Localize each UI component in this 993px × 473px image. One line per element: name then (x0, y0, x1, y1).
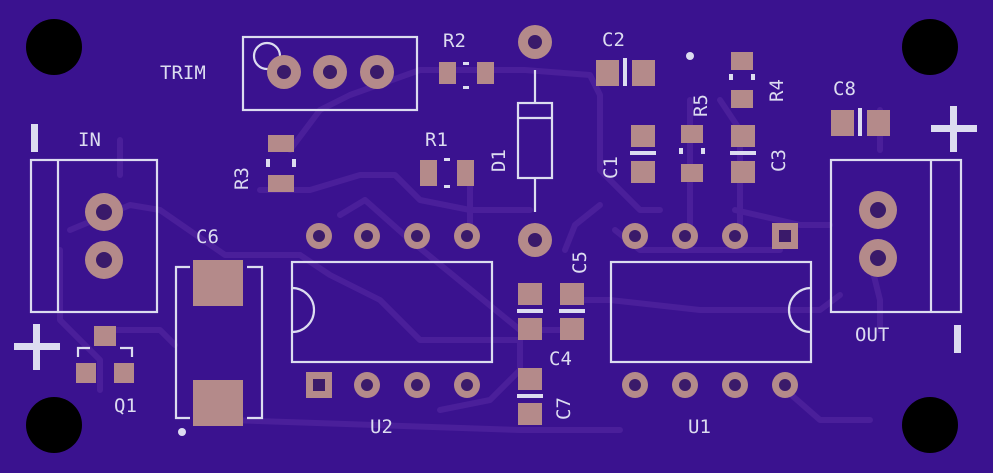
resistor-r3: R3 (231, 135, 296, 192)
r4-label: R4 (766, 79, 788, 102)
r3-label: R3 (231, 167, 253, 190)
in-terminal-block: IN (14, 124, 159, 370)
resistor-r4: R4 (729, 52, 788, 108)
capacitor-c4: C4 (517, 283, 572, 370)
in-label: IN (78, 129, 101, 151)
c4-label: C4 (549, 348, 572, 370)
transistor-q1: Q1 (76, 326, 137, 417)
capacitor-c1: C1 (600, 125, 656, 183)
capacitor-c6: C6 (174, 226, 264, 436)
u1-label: U1 (688, 416, 711, 438)
mount-hole-bottom-right (902, 397, 958, 453)
mount-hole-top-left (26, 19, 82, 75)
capacitor-c8: C8 (831, 78, 890, 136)
capacitor-c7: C7 (517, 368, 575, 425)
diode-d1: D1 (488, 25, 554, 257)
ic-u1: U1 (609, 223, 813, 438)
out-polarity-marks (931, 106, 977, 353)
r1-label: R1 (425, 129, 448, 151)
ic-u2: U2 (290, 223, 494, 438)
c7-label: C7 (553, 397, 575, 420)
out-label: OUT (855, 324, 889, 346)
d1-label: D1 (488, 149, 510, 172)
c6-label: C6 (196, 226, 219, 248)
u2-label: U2 (370, 416, 393, 438)
capacitor-c3: C3 (730, 125, 790, 183)
c8-label: C8 (833, 78, 856, 100)
resistor-r1: R1 (420, 129, 474, 188)
resistor-r5-pads (679, 125, 705, 182)
trim-potentiometer: TRIM (160, 35, 419, 112)
c3-label: C3 (768, 149, 790, 172)
capacitor-c2: C2 (596, 29, 655, 86)
mount-hole-bottom-left (26, 397, 82, 453)
mount-hole-top-right (902, 19, 958, 75)
c1-label: C1 (600, 156, 622, 179)
resistor-r2: R2 (439, 30, 494, 89)
out-terminal-block: OUT (829, 158, 963, 346)
capacitor-c5: C5 (559, 251, 591, 340)
trim-label: TRIM (160, 62, 206, 84)
r2-label: R2 (443, 30, 466, 52)
r5-label: R5 (690, 94, 712, 117)
q1-label: Q1 (114, 395, 137, 417)
c2-label: C2 (602, 29, 625, 51)
resistor-r5: R5 (686, 52, 712, 117)
c5-label: C5 (569, 251, 591, 274)
